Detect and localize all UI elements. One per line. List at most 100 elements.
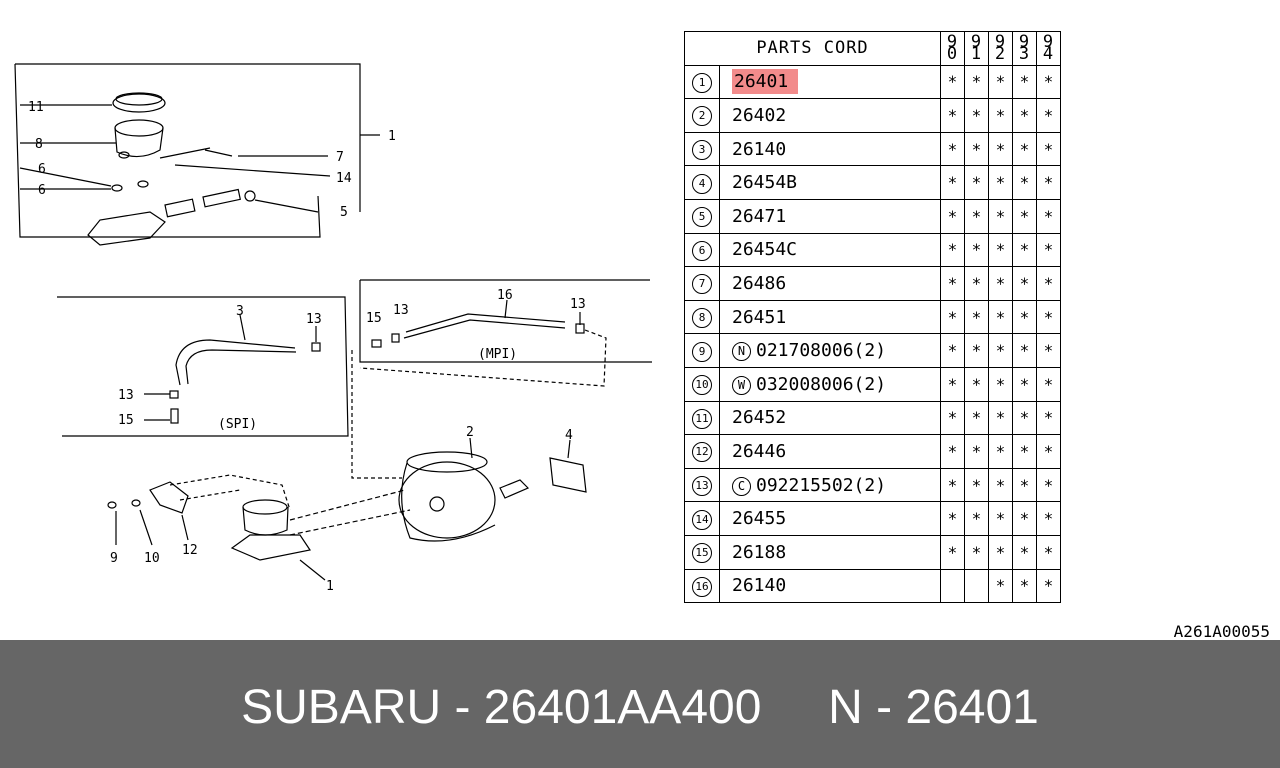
spi-frame <box>57 296 349 437</box>
ref-number: 13 <box>684 467 720 503</box>
year-mark: * <box>1012 333 1037 368</box>
year-mark: * <box>964 467 989 503</box>
part-code: 26402 <box>719 98 941 133</box>
ref-number: 8 <box>684 299 720 335</box>
callout-2: 2 <box>466 425 474 440</box>
year-mark: * <box>1036 299 1061 335</box>
year-mark: * <box>964 299 989 335</box>
year-mark: * <box>964 366 989 402</box>
year-mark: * <box>940 266 965 301</box>
ref-number: 16 <box>684 568 720 604</box>
callout-16: 16 <box>497 288 513 303</box>
part-code: 26140 <box>719 131 941 167</box>
year-mark: * <box>1036 64 1061 100</box>
year-mark: * <box>988 232 1013 268</box>
callout-9: 9 <box>110 551 118 566</box>
year-mark: * <box>988 64 1013 100</box>
part-code: 26471 <box>719 198 941 234</box>
year-mark: * <box>988 98 1013 133</box>
brake-booster-illustration <box>351 350 587 542</box>
year-mark: * <box>988 568 1013 604</box>
callout-13: 13 <box>306 312 322 327</box>
part-code: 26446 <box>719 434 941 469</box>
year-mark: * <box>1012 232 1037 268</box>
year-mark: * <box>940 366 965 402</box>
parts-diagram: 1 11 8 6 6 7 14 5 3 13 13 15 (SPI) 16 15… <box>14 63 652 594</box>
year-mark: * <box>1036 366 1061 402</box>
year-mark: * <box>1036 333 1061 368</box>
callout-11: 11 <box>28 100 44 115</box>
part-code: 26401 <box>719 64 941 100</box>
year-mark: * <box>940 333 965 368</box>
year-mark: * <box>988 501 1013 536</box>
year-mark: * <box>1012 131 1037 167</box>
part-prefix-badge: N <box>732 342 751 362</box>
callout-leaders <box>19 104 331 213</box>
year-mark: * <box>988 333 1013 368</box>
year-mark: * <box>988 131 1013 167</box>
callout-5: 5 <box>340 205 348 220</box>
year-mark: * <box>940 400 965 436</box>
ref-number: 5 <box>684 198 720 234</box>
year-mark: * <box>1036 534 1061 570</box>
year-mark: * <box>964 534 989 570</box>
year-mark: * <box>964 266 989 301</box>
label-spi: (SPI) <box>218 417 257 432</box>
year-mark: * <box>940 534 965 570</box>
year-mark: * <box>1036 232 1061 268</box>
part-code: 26454C <box>719 232 941 268</box>
year-mark: * <box>1036 568 1061 604</box>
mpi-frame <box>359 279 652 387</box>
ref-number: 4 <box>684 165 720 200</box>
part-number-title: SUBARU - 26401AA400 N - 26401 <box>241 681 1039 734</box>
callout-8: 8 <box>35 137 43 152</box>
diagram-reference-code: A261A00055 <box>1173 622 1270 641</box>
year-mark: * <box>1036 131 1061 167</box>
year-mark: * <box>964 165 989 200</box>
master-cylinder-frame <box>14 63 380 238</box>
year-mark: * <box>1036 501 1061 536</box>
ref-number: 7 <box>684 266 720 301</box>
callout-13-mpi-right: 13 <box>570 297 586 312</box>
year-mark: * <box>1036 467 1061 503</box>
year-mark <box>940 568 965 604</box>
year-mark: * <box>988 400 1013 436</box>
ref-number: 1 <box>684 64 720 100</box>
ref-number: 2 <box>684 98 720 133</box>
year-mark: * <box>964 64 989 100</box>
year-mark: * <box>1012 568 1037 604</box>
callout-1: 1 <box>388 129 396 144</box>
part-prefix-badge: W <box>732 375 751 395</box>
year-mark: * <box>1012 266 1037 301</box>
year-mark: * <box>988 299 1013 335</box>
label-mpi: (MPI) <box>478 347 517 362</box>
year-mark: * <box>988 165 1013 200</box>
part-code: 26455 <box>719 501 941 536</box>
year-mark: * <box>1012 434 1037 469</box>
year-mark: * <box>988 266 1013 301</box>
callout-4: 4 <box>565 428 573 443</box>
callout-6: 6 <box>38 162 46 177</box>
part-code: 26140 <box>719 568 941 604</box>
year-mark: * <box>940 131 965 167</box>
year-mark: * <box>988 366 1013 402</box>
part-prefix-badge: C <box>732 476 751 496</box>
year-mark: * <box>1012 299 1037 335</box>
part-code: 26188 <box>719 534 941 570</box>
